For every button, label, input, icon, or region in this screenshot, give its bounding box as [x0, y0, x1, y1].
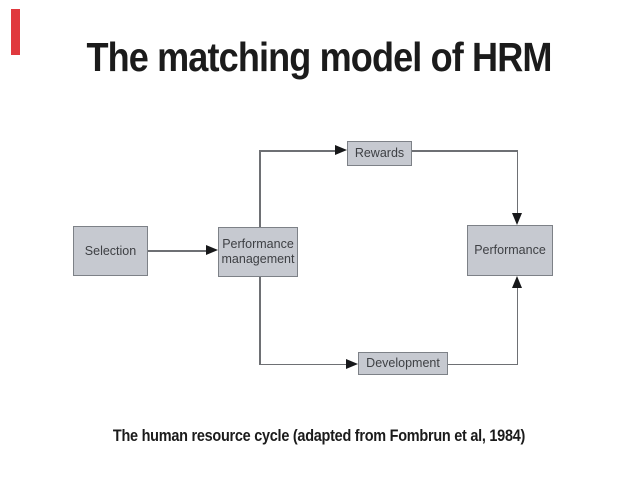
edge-pm-to-development-vline: [259, 277, 261, 365]
node-development: Development: [358, 352, 448, 375]
edge-rewards-to-performance-arrowhead-icon: [511, 213, 522, 225]
edge-rewards-to-performance-vline: [516, 150, 518, 214]
edge-development-to-performance-hline: [448, 363, 518, 365]
node-performance: Performance: [467, 225, 553, 276]
edge-pm-to-rewards-vline: [259, 150, 261, 228]
node-selection: Selection: [73, 226, 148, 276]
caption: The human resource cycle (adapted from F…: [112, 426, 526, 445]
node-rewards: Rewards: [347, 141, 412, 166]
edge-development-to-performance-arrowhead-icon: [511, 276, 522, 288]
edge-rewards-to-performance-hline: [412, 150, 518, 152]
edge-development-to-performance-vline: [516, 288, 518, 365]
slide-accent-bar: [11, 9, 20, 55]
edge-selection-to-pm-arrowhead-icon: [206, 245, 218, 255]
edge-pm-to-development-arrowhead-icon: [346, 358, 358, 369]
edge-selection-to-pm-line: [148, 250, 207, 252]
edge-pm-to-rewards-hline: [259, 150, 336, 152]
node-performance-management: Performance management: [218, 227, 298, 277]
edge-pm-to-development-hline: [259, 363, 347, 365]
page-title: The matching model of HRM: [86, 34, 552, 80]
edge-pm-to-rewards-arrowhead-icon: [335, 145, 347, 155]
